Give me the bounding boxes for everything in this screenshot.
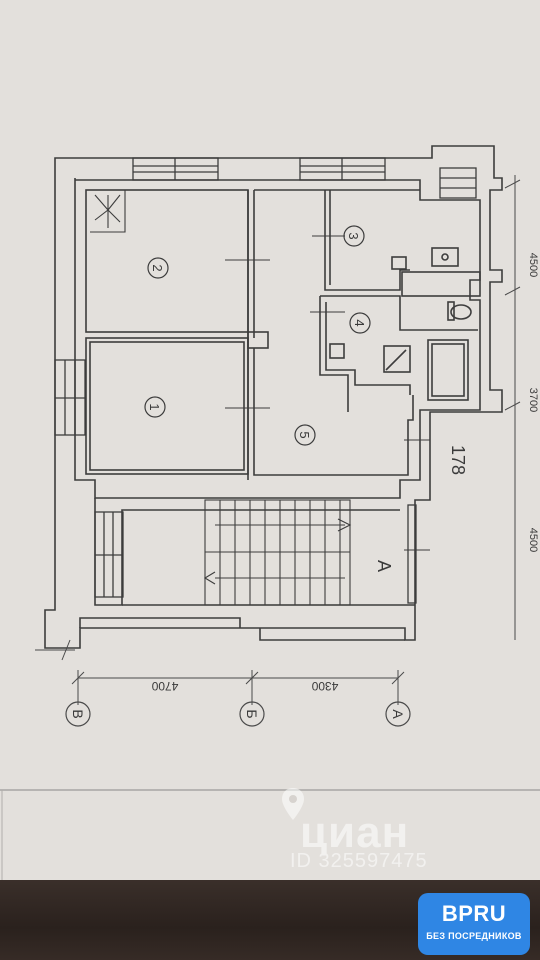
dim-right-bottom: 4500 bbox=[527, 528, 539, 552]
axis-v-label: Б bbox=[244, 709, 260, 718]
dimension-labels: 4700 4300 4500 3700 4500 bbox=[151, 253, 539, 693]
room-5-circle bbox=[294, 424, 316, 446]
axis-a-circle bbox=[385, 701, 411, 727]
dimension-lines bbox=[35, 175, 521, 705]
room-1-circle bbox=[144, 396, 166, 418]
axis-b-circle bbox=[65, 701, 91, 727]
windows bbox=[54, 157, 477, 604]
badge-title: BPRU bbox=[441, 901, 507, 926]
walls bbox=[44, 145, 503, 649]
staircase bbox=[90, 189, 352, 606]
room-5-label: 5 bbox=[297, 431, 312, 438]
room-1-label: 1 bbox=[147, 403, 162, 410]
dim-bottom-right: 4300 bbox=[311, 679, 338, 693]
room-3-label: 3 bbox=[346, 232, 361, 239]
badge-subtitle: БЕЗ ПОСРЕДНИКОВ bbox=[426, 931, 522, 941]
room-3-circle bbox=[343, 225, 365, 247]
room-2-label: 2 bbox=[150, 264, 165, 271]
axis-a-label: А bbox=[390, 709, 406, 719]
axis-markers: В Б А bbox=[65, 701, 411, 727]
stair-label: A bbox=[374, 560, 394, 572]
area-number: 178 bbox=[448, 445, 468, 475]
dim-right-mid: 3700 bbox=[527, 388, 539, 412]
dim-bottom-left: 4700 bbox=[151, 679, 178, 693]
room-labels: 2 1 3 4 5 A 178 bbox=[144, 225, 468, 572]
dim-right-top: 4500 bbox=[527, 253, 539, 277]
door-marks bbox=[225, 235, 430, 551]
bpru-badge: BPRU БЕЗ ПОСРЕДНИКОВ bbox=[418, 893, 530, 955]
axis-b-label: В bbox=[70, 709, 86, 718]
axis-v-circle bbox=[239, 701, 265, 727]
room-4-label: 4 bbox=[352, 319, 367, 326]
room-2-circle bbox=[147, 257, 169, 279]
room-4-circle bbox=[349, 312, 371, 334]
paper-sheet bbox=[0, 0, 540, 880]
